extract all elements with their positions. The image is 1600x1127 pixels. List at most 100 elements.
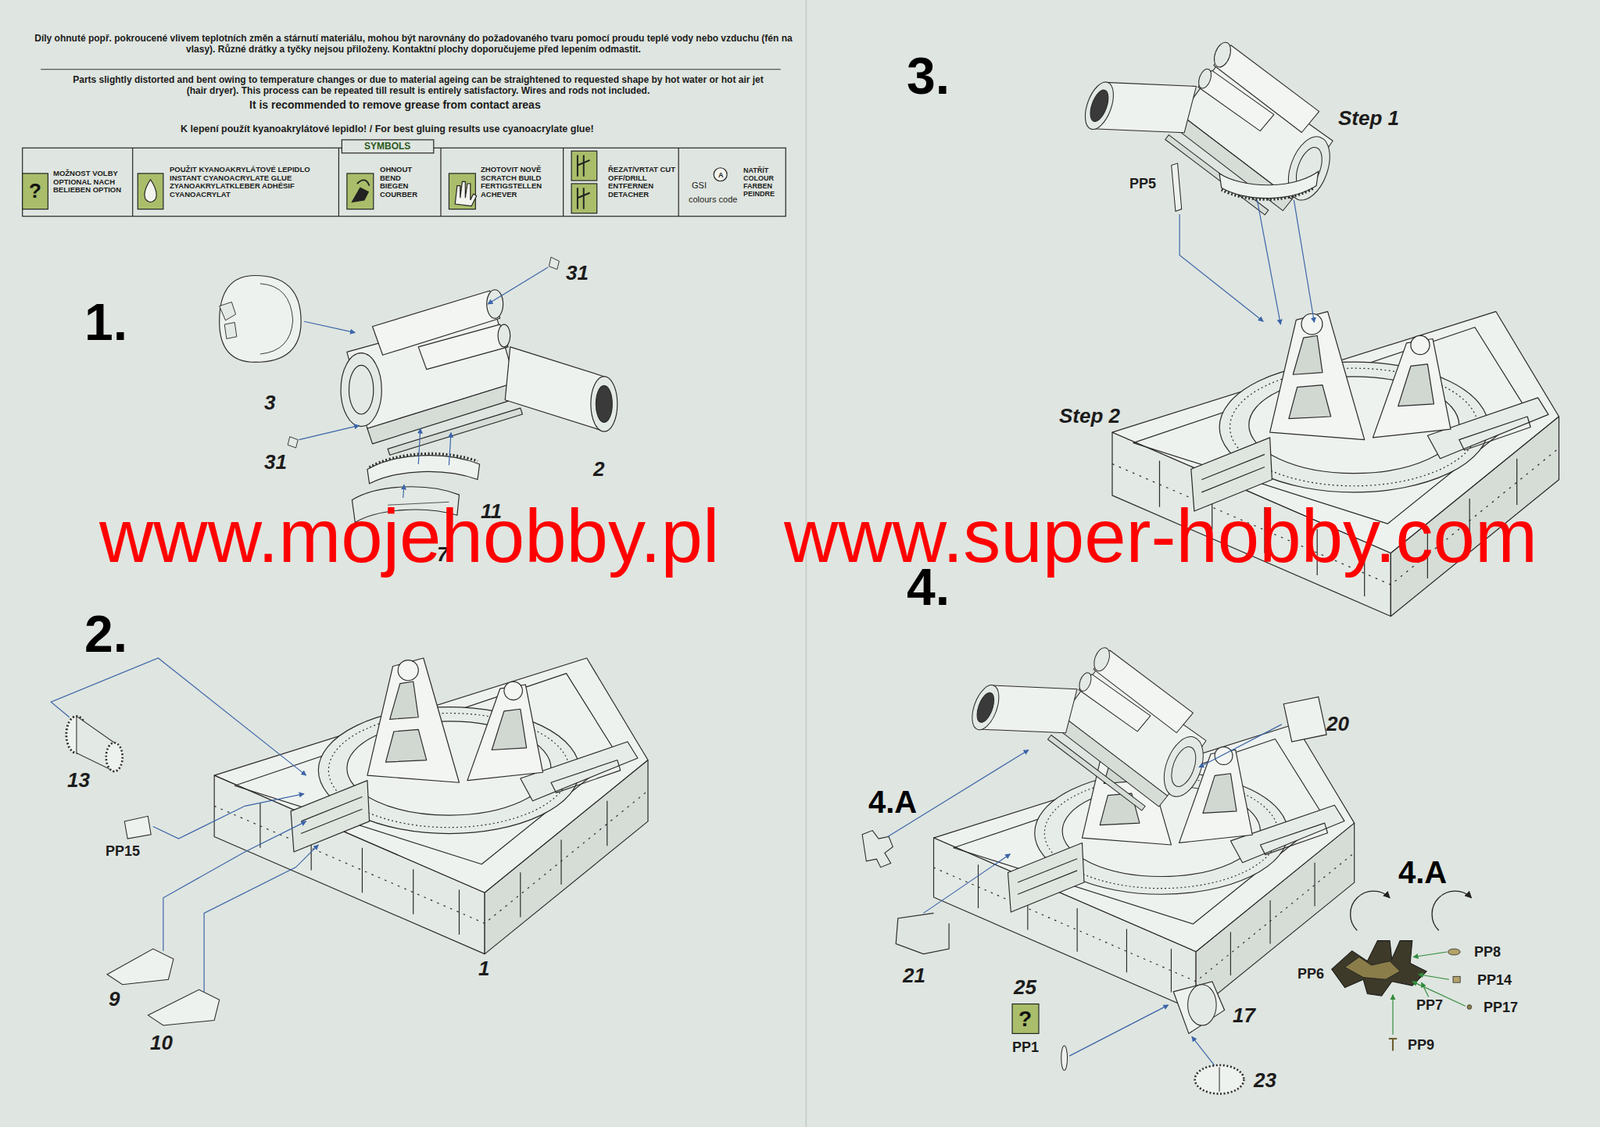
detail-4a <box>1388 1038 1397 1052</box>
step4-illustration <box>1061 1045 1068 1071</box>
symbols-table <box>678 147 680 216</box>
step-number: 4. <box>906 558 950 618</box>
symbols-table <box>341 139 434 154</box>
leader-line <box>487 267 548 305</box>
part-code: PP17 <box>1483 999 1518 1017</box>
part-code: PP8 <box>1474 944 1501 961</box>
step-number: 1. <box>84 293 128 353</box>
leader-line <box>1069 1005 1169 1056</box>
instruction-note: Díly ohnuté popř. pokroucené vlivem tepl… <box>30 33 797 56</box>
callout-number: 3 <box>264 391 276 416</box>
step4-illustration <box>959 612 1229 826</box>
watermark: www.mojehobby.pl <box>99 493 720 580</box>
part-code: PP9 <box>1407 1037 1435 1054</box>
leader-line <box>50 658 306 776</box>
symbols-table <box>22 147 787 216</box>
detail-4a <box>1453 976 1461 983</box>
step-number: 2. <box>84 604 128 665</box>
leader-line <box>204 844 319 992</box>
symbol-icons <box>351 187 369 202</box>
leader-line <box>1179 214 1264 322</box>
step-label: Step 1 <box>1338 107 1400 131</box>
leader-line <box>1413 952 1447 958</box>
leader-line <box>304 321 355 333</box>
legend-text: POUŽIT KYANOAKRYLÁTOVÉ LEPIDLO INSTANT C… <box>169 165 330 200</box>
part-code: PP6 <box>1297 966 1325 983</box>
part-code: PP7 <box>1416 997 1443 1014</box>
leader-line <box>1179 200 1314 325</box>
legend-text: NATŘÍT COLOUR FARBEN PEINDRE <box>743 166 784 198</box>
leader-line <box>299 267 549 498</box>
callout-number: 10 <box>150 1031 173 1056</box>
leader-line <box>1392 952 1466 1035</box>
leader-line <box>1293 200 1314 323</box>
step4-illustration <box>1195 1065 1245 1095</box>
icon-glyph: A <box>718 171 724 179</box>
symbol-icons <box>577 154 591 176</box>
detail-4a <box>1350 891 1390 931</box>
step1-illustration <box>260 283 294 355</box>
symbol-icons <box>144 179 157 203</box>
step1-illustration <box>219 301 237 339</box>
step4-illustration <box>895 912 949 954</box>
step1-illustration <box>367 455 480 484</box>
step1-illustration <box>219 257 618 523</box>
step4-illustration <box>862 612 1355 1095</box>
icon-glyph: ? <box>1018 1006 1032 1032</box>
step3-illustration <box>1171 163 1182 212</box>
detail-4a <box>1467 1005 1472 1010</box>
symbol-icons <box>571 150 598 181</box>
symbol-icons <box>357 179 370 186</box>
leader-line <box>448 433 452 466</box>
icon-glyph: ? <box>28 179 42 204</box>
symbols-table <box>132 147 133 216</box>
detail-4a <box>1345 957 1400 981</box>
symbol-icons <box>347 173 374 210</box>
step4-illustration <box>1012 1004 1039 1035</box>
part-code: PP15 <box>105 843 140 860</box>
callout-number: 2 <box>593 458 605 482</box>
instruction-note: It is recommended to remove grease from … <box>249 98 541 111</box>
detail-4a <box>1431 891 1472 931</box>
part-code: PP5 <box>1129 175 1157 193</box>
step1-illustration <box>548 257 559 270</box>
leader-line <box>1191 1036 1215 1066</box>
callout-number: 25 <box>1013 976 1037 1000</box>
instruction-note: K lepení použít kyanoakrylátové lepidlo!… <box>180 123 595 135</box>
leader-line <box>1418 974 1450 981</box>
symbol-icons <box>577 187 591 209</box>
leader-line <box>418 428 421 465</box>
step2-illustration <box>147 989 219 1026</box>
leader-line <box>923 854 1010 914</box>
step2-illustration <box>66 658 648 1026</box>
callout-number: 21 <box>902 964 926 988</box>
leader-line <box>50 658 319 992</box>
step1-illustration <box>369 453 478 467</box>
callout-number: 9 <box>108 987 120 1012</box>
step-number: 3. <box>906 46 950 107</box>
symbols-table <box>338 147 340 216</box>
callout-number: 31 <box>565 261 589 286</box>
legend-text: MOŽNOST VOLBY OPTIONAL NACH BELIEBEN OPT… <box>53 169 124 195</box>
leader-line <box>1199 724 1282 768</box>
part-code: PP1 <box>1012 1039 1039 1056</box>
part-code: PP14 <box>1477 972 1512 989</box>
icon-caption: GSI <box>691 180 707 191</box>
detail-label: 4.A <box>1398 854 1447 891</box>
callout-number: 31 <box>264 451 287 475</box>
callout-number: 13 <box>67 769 90 793</box>
step2-illustration <box>106 742 123 772</box>
legend-text: OHNOUT BEND BIEGEN COURBER <box>379 165 427 200</box>
step1-illustration <box>287 436 298 448</box>
step2-illustration <box>214 658 648 955</box>
symbol-icons <box>454 181 477 206</box>
detail-label: 4.A <box>868 783 917 820</box>
leader-line <box>1392 995 1393 1035</box>
leader-line <box>1421 982 1429 997</box>
step3-illustration <box>1221 187 1315 200</box>
instruction-note: Parts slightly distorted and bent owing … <box>66 75 770 97</box>
step4-illustration <box>1283 697 1327 742</box>
rule-line <box>40 68 781 70</box>
symbol-icons <box>137 173 164 210</box>
